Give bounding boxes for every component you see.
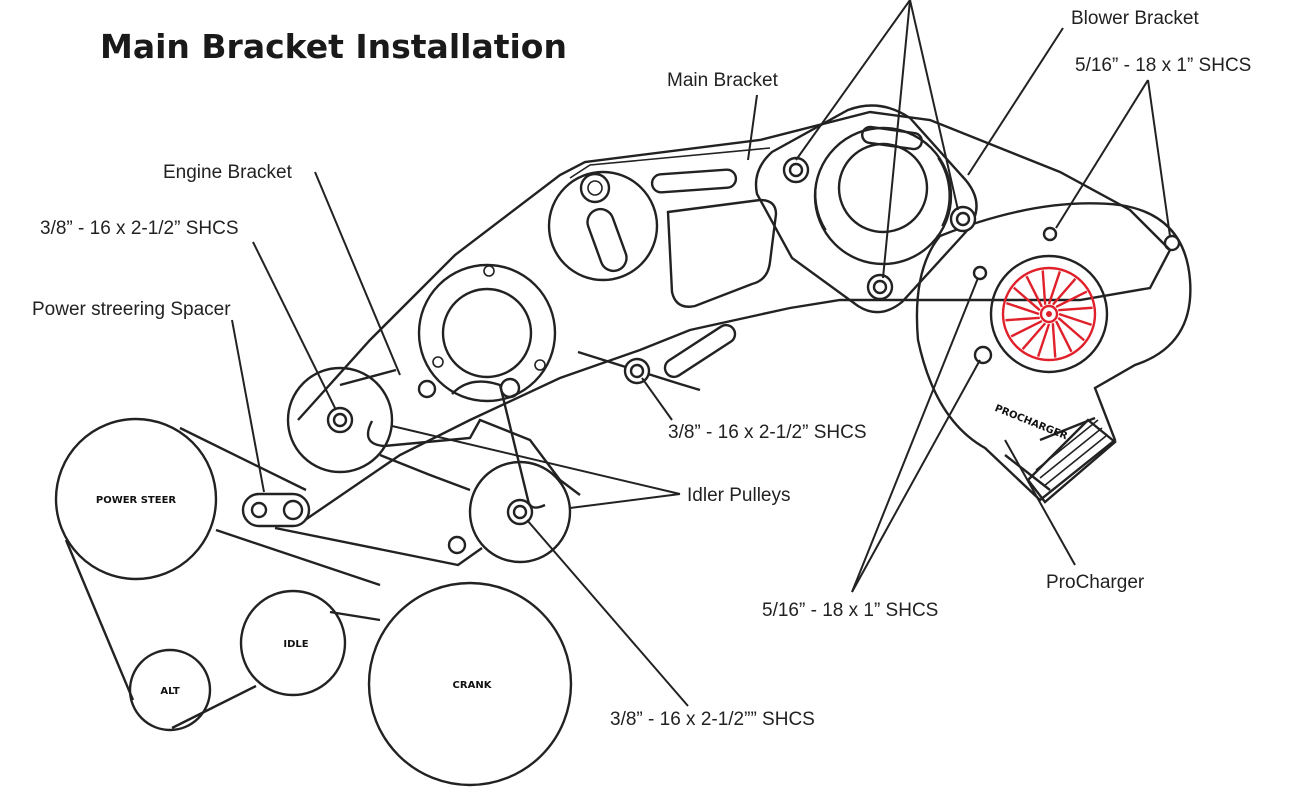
power-steering-spacer [241,492,483,567]
bolt-icon [782,156,810,184]
main-bracket [286,110,1172,555]
alt-pulley: ALT [128,648,212,732]
impeller-blade [1051,277,1077,306]
power-steer-pulley: POWER STEER [54,417,218,581]
crank-label: CRANK [453,680,493,691]
blower-bracket [754,104,978,314]
crank-pulley: CRANK [367,581,573,787]
procharger-label: ProCharger [1046,572,1145,593]
impeller-blade [1057,316,1086,342]
impeller-blade [1005,316,1040,322]
impeller-blade [1010,319,1043,338]
bolt-icon [1042,226,1058,242]
engine-bracket-label: Engine Bracket [163,162,293,183]
bolt-icon [506,498,534,526]
bolt-icon [1163,234,1181,252]
alt-label: ALT [160,686,179,697]
impeller-blade [1054,320,1073,353]
page-title: Main Bracket Installation [100,27,567,66]
bolt-icon [949,205,977,233]
impeller-blade [1047,270,1062,305]
bolt-icon [973,345,993,365]
impeller-icon [1001,266,1097,362]
impeller-blade [1051,323,1057,358]
bolts [326,156,1181,526]
bolt-icon [623,357,651,385]
impeller-blade [1058,306,1093,312]
blower-bracket-label: Blower Bracket [1071,8,1199,29]
procharger-text: PROCHARGER [993,403,1069,442]
impeller-blade [1058,312,1093,327]
shcs-top-right-label: 5/16” - 18 x 1” SHCS [1075,55,1251,76]
idle-pulley: IDLE [239,589,347,697]
bolt-icon [326,406,354,434]
impeller-blade [1036,323,1051,358]
main-bracket-label: Main Bracket [667,70,779,91]
impeller-blade [1025,275,1044,308]
shcs-bottom-label: 3/8” - 16 x 2-1/2”” SHCS [610,709,815,730]
idler-pulleys-label: Idler Pulleys [687,485,791,506]
shcs-bottom-right-label: 5/16” - 18 x 1” SHCS [762,600,938,621]
shcs-top-left-label: 3/8” - 16 x 2-1/2” SHCS [40,218,239,239]
power-steer-label: POWER STEER [96,495,177,506]
impeller-blade [1041,270,1047,305]
impeller-blade [1012,286,1041,312]
idler-pulley-lower [468,460,572,564]
impeller-blade [1055,290,1088,309]
bolt-icon [972,265,988,281]
power-steering-spacer-label: Power streering Spacer [32,299,231,320]
idle-label: IDLE [283,639,308,650]
belt [64,426,381,730]
shcs-middle-label: 3/8” - 16 x 2-1/2” SHCS [668,422,867,443]
procharger-unit: PROCHARGER [915,202,1192,504]
leader-lines [231,0,1171,707]
gear-teeth [1035,419,1107,487]
impeller-blade [1005,301,1040,316]
bolt-icon [866,273,894,301]
impeller-blade [1021,322,1047,351]
